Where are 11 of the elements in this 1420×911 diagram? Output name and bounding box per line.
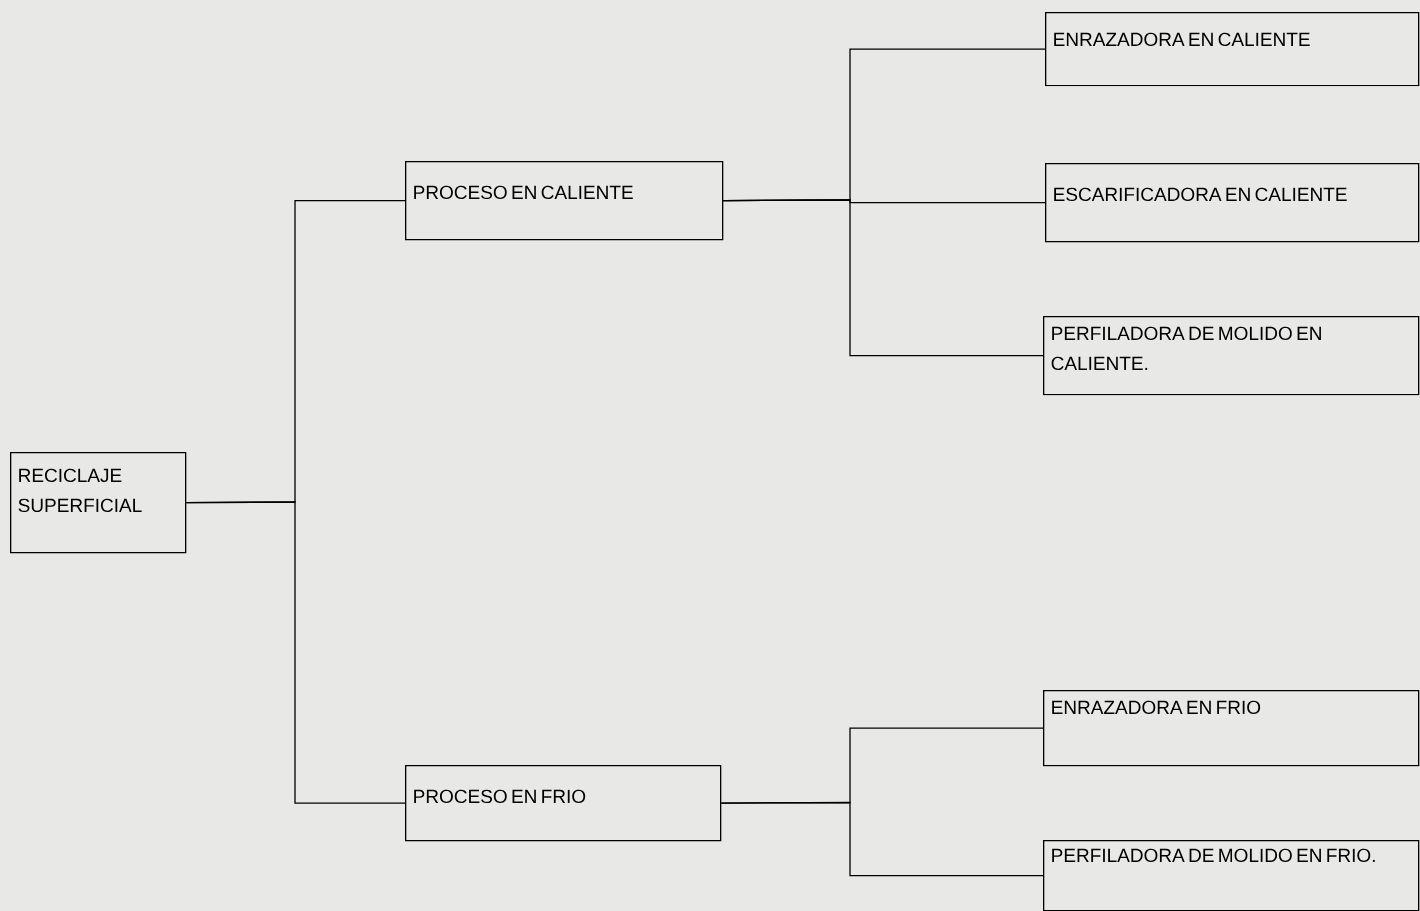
- process-box: PROCESO EN FRIO: [405, 765, 722, 842]
- process-box: RECICLAJE SUPERFICIAL: [10, 452, 187, 554]
- connector-line: [722, 199, 1044, 357]
- process-box: ESCARIFICADORA EN CALIENTE: [1045, 163, 1420, 243]
- process-box: ENRAZADORA EN FRIO: [1043, 690, 1420, 767]
- connector-line: [185, 501, 406, 804]
- process-box: PROCESO EN CALIENTE: [405, 161, 724, 241]
- process-box: ENRAZADORA EN CALIENTE: [1045, 12, 1420, 87]
- process-box: PERFILADORA DE MOLIDO EN FRIO.: [1043, 840, 1420, 911]
- process-box: PERFILADORA DE MOLIDO EN CALIENTE.: [1043, 316, 1420, 396]
- connector-line: [720, 801, 1044, 877]
